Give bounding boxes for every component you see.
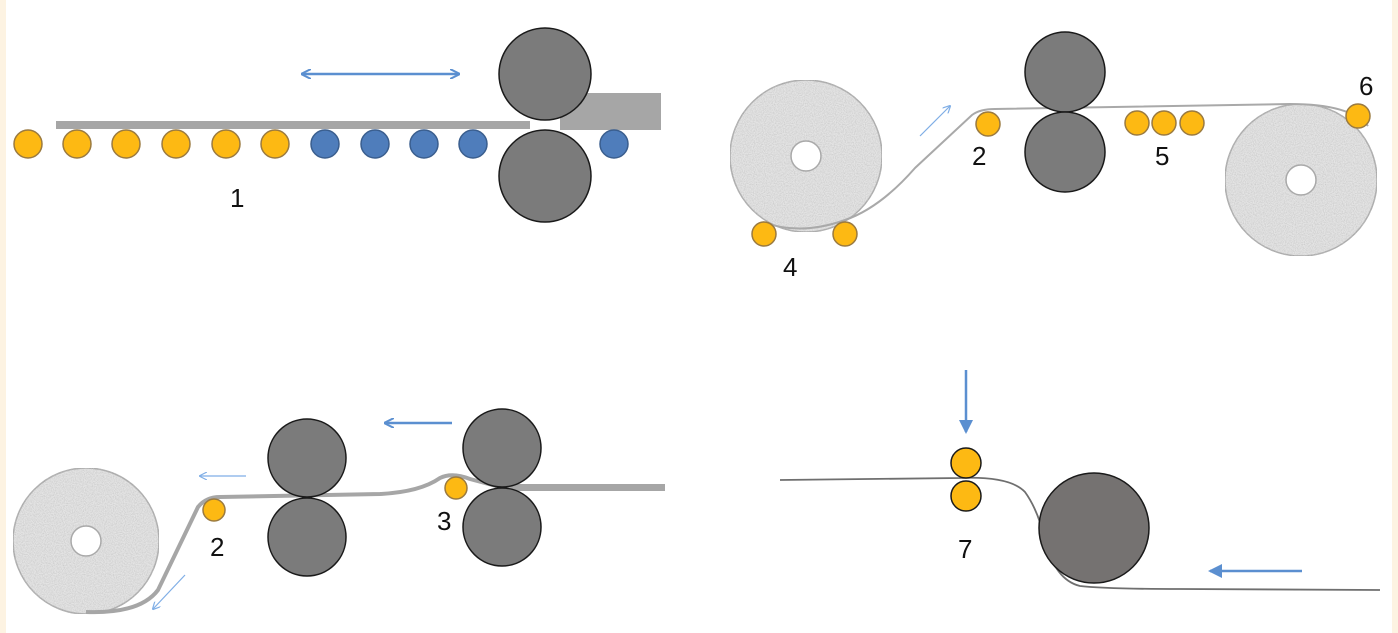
roller-3 xyxy=(444,476,468,500)
table-roller-blue xyxy=(310,129,340,159)
strip-thin xyxy=(56,121,530,129)
table-roller xyxy=(161,129,191,159)
table-roller-blue xyxy=(360,129,390,159)
roll-pair-1-top xyxy=(267,418,347,498)
table-roller-blue xyxy=(458,129,488,159)
table-roller xyxy=(211,129,241,159)
table-roller-blue xyxy=(599,129,629,159)
strip-path xyxy=(85,473,665,615)
table-roller xyxy=(13,129,43,159)
panel-3: 2 3 xyxy=(12,408,665,615)
label-4: 4 xyxy=(783,252,797,282)
table-roller xyxy=(260,129,290,159)
panel-2: 2 4 5 6 xyxy=(729,31,1378,282)
label-2: 2 xyxy=(972,141,986,171)
coil-right-core xyxy=(1285,164,1317,196)
coil-core xyxy=(70,525,102,557)
coil-left-core xyxy=(790,140,822,172)
label-3: 3 xyxy=(437,506,451,536)
roller-6 xyxy=(1345,103,1371,129)
roll-pair-2-bottom xyxy=(462,487,542,567)
panel-1: 1 xyxy=(13,27,661,223)
roller-4a xyxy=(751,221,777,247)
label-7: 7 xyxy=(958,534,972,564)
roller-7-bottom xyxy=(950,480,982,512)
roll-pair-1-bottom xyxy=(267,497,347,577)
roll-pair-2-top xyxy=(462,408,542,488)
roller-4b xyxy=(832,221,858,247)
label-2: 2 xyxy=(210,532,224,562)
roller-7-top xyxy=(950,447,982,479)
thin-arrow-icon xyxy=(919,106,950,137)
right-edge-tint xyxy=(1392,0,1398,633)
backup-roll xyxy=(1038,472,1150,584)
strip-thick xyxy=(495,484,665,491)
work-roll-bottom xyxy=(498,129,592,223)
label-5: 5 xyxy=(1155,141,1169,171)
work-roll-top xyxy=(1024,31,1106,113)
panel-4: 7 xyxy=(779,370,1381,591)
roller-5a xyxy=(1124,110,1150,136)
table-roller xyxy=(111,129,141,159)
roller-2 xyxy=(975,111,1001,137)
thin-arrow-icon xyxy=(153,574,186,609)
table-roller xyxy=(62,129,92,159)
table-roller-blue xyxy=(409,129,439,159)
roller-5b xyxy=(1151,110,1177,136)
label-1: 1 xyxy=(230,183,244,213)
work-roll-bottom xyxy=(1024,111,1106,193)
strip-path xyxy=(762,102,1369,230)
roller-2 xyxy=(202,498,226,522)
left-edge-tint xyxy=(0,0,6,633)
work-roll-top xyxy=(498,27,592,121)
label-6: 6 xyxy=(1359,71,1373,101)
roller-5c xyxy=(1179,110,1205,136)
